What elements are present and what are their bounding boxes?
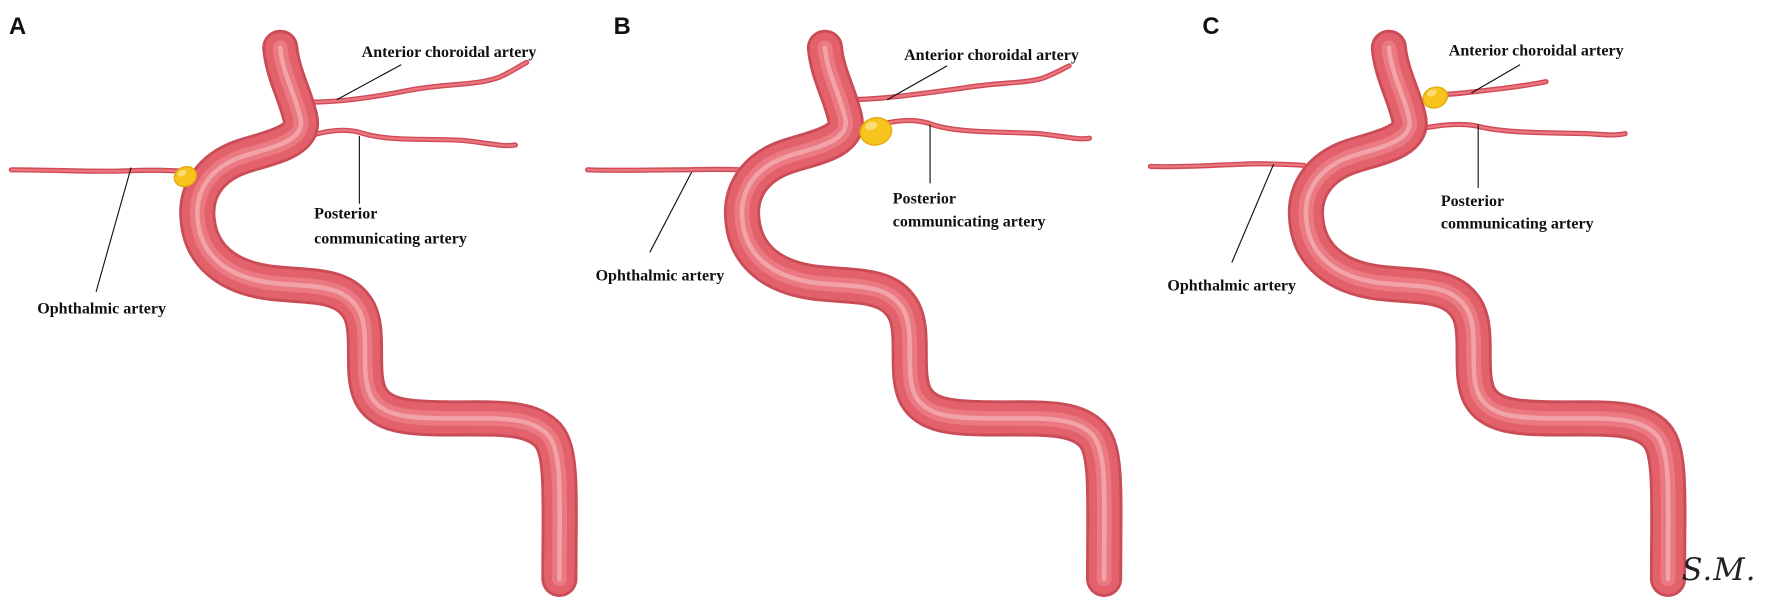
- aneurysm-anterior-choroidal: [1422, 86, 1449, 109]
- label-anterior-choroidal: Anterior choroidal artery: [904, 47, 1079, 64]
- leader-ophthalmic: [1231, 163, 1275, 263]
- leader-anterior-choroidal: [886, 65, 948, 101]
- ophthalmic-artery-vessel: [1147, 161, 1307, 170]
- leader-anterior-choroidal: [336, 64, 402, 101]
- posterior-communicating-artery-vessel: [869, 117, 1093, 142]
- label-posterior-line2: communicating artery: [314, 230, 467, 247]
- anterior-choroidal-artery-vessel: [1423, 79, 1549, 98]
- label-ophthalmic: Ophthalmic artery: [1167, 278, 1296, 295]
- posterior-communicating-artery-vessel: [300, 127, 518, 149]
- panel-letter-a: A: [9, 14, 26, 40]
- aneurysm-posterior-communicating: [859, 116, 893, 146]
- label-ophthalmic: Ophthalmic artery: [596, 268, 725, 285]
- panel-letter-c: C: [1202, 14, 1219, 40]
- panel-c: C Anterior choroidal artery Posterior: [1147, 14, 1668, 579]
- ophthalmic-artery-vessel: [585, 166, 742, 173]
- label-posterior-line2: communicating artery: [1441, 216, 1594, 233]
- label-posterior-line1: Posterior: [314, 205, 377, 222]
- aneurysm-ophthalmic: [173, 165, 198, 188]
- panel-b: B Anterior choroidal artery Posterior: [585, 14, 1105, 579]
- label-ophthalmic: Ophthalmic artery: [37, 300, 166, 317]
- anterior-choroidal-artery-vessel: [842, 63, 1072, 103]
- ophthalmic-artery-vessel: [8, 167, 197, 175]
- label-posterior-line1: Posterior: [1441, 193, 1504, 210]
- label-anterior-choroidal: Anterior choroidal artery: [362, 44, 537, 61]
- leader-ophthalmic: [649, 171, 693, 253]
- leader-anterior-choroidal: [1471, 64, 1521, 94]
- panel-a: A Anterior choroidal artery Posterior: [8, 14, 560, 579]
- internal-carotid-artery: [197, 48, 559, 579]
- leader-ophthalmic: [95, 167, 132, 293]
- author-signature: S.M.: [1682, 553, 1757, 588]
- internal-carotid-artery: [742, 48, 1104, 579]
- posterior-communicating-artery-vessel: [1415, 121, 1628, 138]
- label-anterior-choroidal: Anterior choroidal artery: [1449, 43, 1624, 60]
- anterior-choroidal-artery-vessel: [298, 59, 530, 105]
- label-posterior-line2: communicating artery: [893, 213, 1046, 230]
- label-posterior-line1: Posterior: [893, 191, 956, 208]
- panel-letter-b: B: [614, 14, 631, 40]
